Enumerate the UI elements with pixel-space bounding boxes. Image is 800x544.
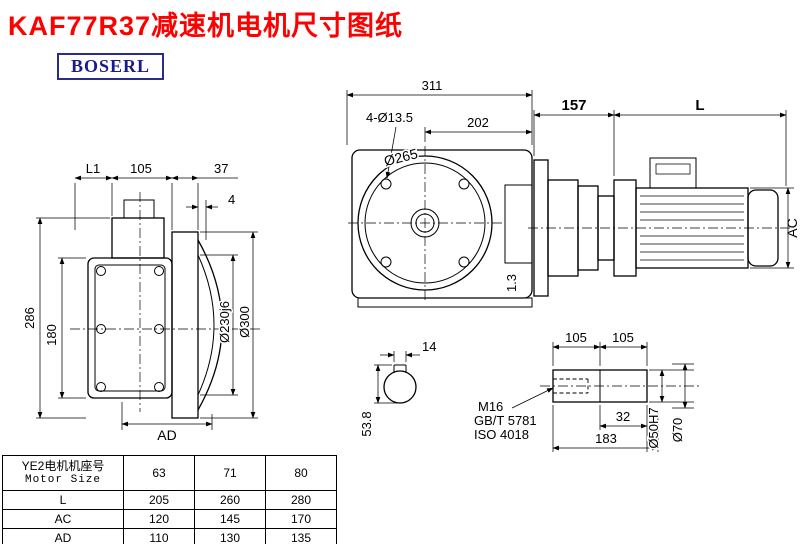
dim-53-8: 53.8 — [359, 411, 374, 436]
dim-ad: AD — [157, 427, 176, 443]
dim-180: 180 — [44, 324, 59, 346]
row-label-AD: AD — [2, 528, 124, 544]
row-label-AC: AC — [2, 509, 124, 529]
dim-157: 157 — [561, 97, 586, 114]
table-size-71: 71 — [194, 455, 266, 491]
table-header-cn: YE2电机机座号 — [21, 459, 105, 474]
dim-l1: L1 — [86, 161, 100, 176]
dim-105: 105 — [130, 161, 152, 176]
dim-ac: AC — [784, 218, 800, 237]
left-view-flange: L1 105 37 4 286 180 Ø230j6 — [22, 161, 262, 443]
dim-1-3: 1.3 — [504, 274, 519, 292]
cell-L-80: 280 — [265, 490, 337, 510]
cell-AC-63: 120 — [123, 509, 195, 529]
motor-size-table: YE2电机机座号 Motor Size 63 71 80 L 205 260 2… — [2, 455, 337, 544]
table-row-AC: AC 120 145 170 — [2, 509, 337, 529]
table-row-AD: AD 110 130 135 — [2, 528, 337, 544]
dim-dia300: Ø300 — [237, 306, 252, 338]
dim-dia50: Ø50H7 — [646, 407, 661, 448]
cell-L-71: 260 — [194, 490, 266, 510]
table-size-63: 63 — [123, 455, 195, 491]
table-row-L: L 205 260 280 — [2, 490, 337, 510]
shaft-detail-view: M16 GB/T 5781 ISO 4018 105 105 32 183 — [474, 330, 700, 452]
row-label-L: L — [2, 490, 124, 510]
dim-183: 183 — [595, 431, 617, 446]
table-header-row: YE2电机机座号 Motor Size 63 71 80 — [2, 455, 337, 491]
dim-motor-length: L — [695, 97, 704, 114]
dim-105-b: 105 — [612, 330, 634, 345]
page-title: KAF77R37减速机电机尺寸图纸 — [8, 11, 404, 41]
dim-286: 286 — [22, 307, 37, 329]
shaft-section-view: 14 53.8 — [359, 339, 436, 437]
dim-dia70: Ø70 — [670, 418, 685, 443]
front-view: 311 202 4-Ø13.5 Ø265 1.3 — [346, 78, 533, 308]
label-bolt-holes: 4-Ø13.5 — [366, 110, 413, 125]
cell-AD-71: 130 — [194, 528, 266, 544]
cell-AD-63: 110 — [123, 528, 195, 544]
side-view-motor: 157 L AC — [528, 97, 800, 297]
label-gbt-5781: GB/T 5781 — [474, 413, 537, 428]
label-m16: M16 — [478, 399, 503, 414]
motor-fins — [640, 195, 744, 261]
dim-311: 311 — [422, 78, 443, 93]
cell-AC-80: 170 — [265, 509, 337, 529]
cell-AD-80: 135 — [265, 528, 337, 544]
dim-105-a: 105 — [565, 330, 587, 345]
boserl-logo: BOSERL — [57, 53, 165, 80]
dim-37: 37 — [214, 161, 228, 176]
table-size-80: 80 — [265, 455, 337, 491]
dim-dia230: Ø230j6 — [217, 301, 232, 343]
label-dia265: Ø265 — [382, 145, 419, 169]
table-header-motor-size: YE2电机机座号 Motor Size — [2, 455, 124, 491]
table-header-en: Motor Size — [24, 473, 101, 486]
dim-202: 202 — [467, 115, 489, 130]
dim-14: 14 — [422, 339, 436, 354]
label-iso-4018: ISO 4018 — [474, 427, 529, 442]
cell-L-63: 205 — [123, 490, 195, 510]
dim-32: 32 — [616, 409, 630, 424]
cell-AC-71: 145 — [194, 509, 266, 529]
dim-4: 4 — [228, 192, 235, 207]
